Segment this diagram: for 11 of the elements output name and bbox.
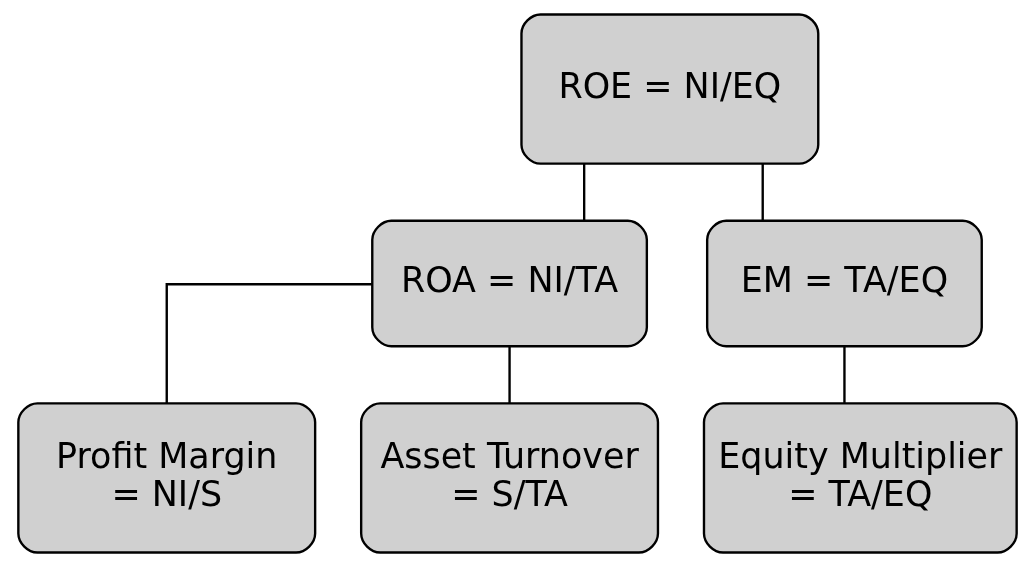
node-box: EM = TA/EQ [705,219,983,348]
node-box: ROE = NI/EQ [519,13,819,165]
connector [842,346,846,403]
connector [582,163,585,221]
connector [165,283,372,404]
node-box: Equity Multiplier = TA/EQ [702,402,1018,554]
connector [507,346,511,403]
node-box: ROA = NI/TA [370,219,648,348]
node-box: Asset Turnover = S/TA [359,402,659,554]
connector [761,163,764,221]
node-box: Profit Margin = NI/S [16,402,316,554]
